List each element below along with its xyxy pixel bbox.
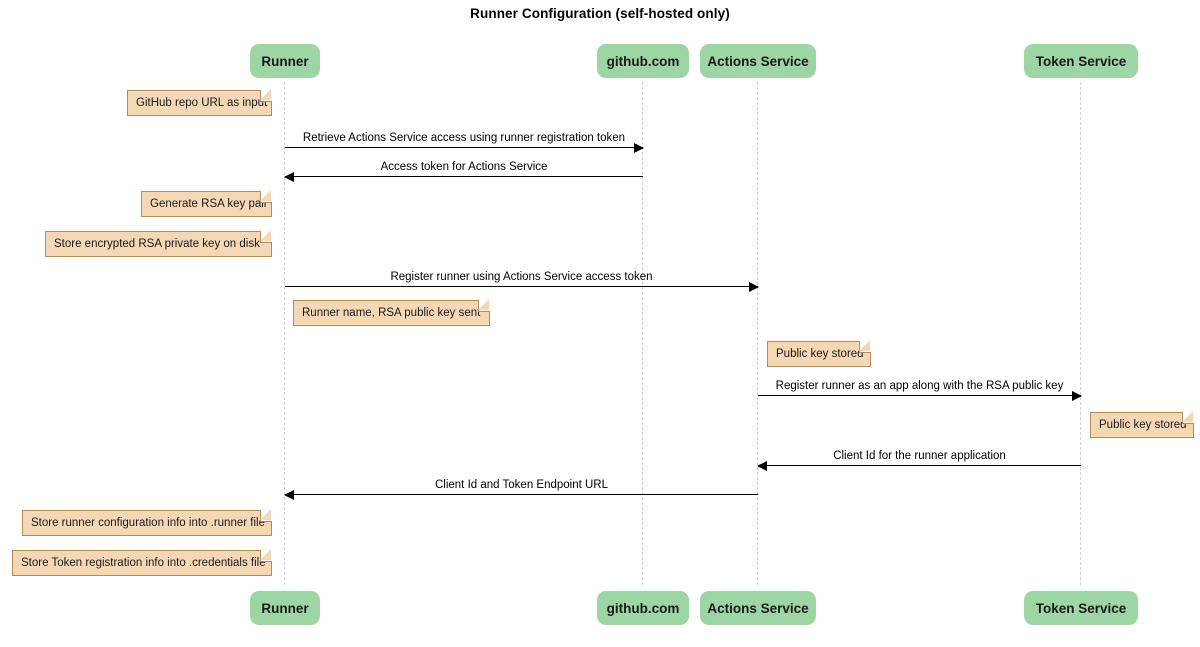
- lifeline-github: [642, 82, 644, 585]
- page-title: Runner Configuration (self-hosted only): [470, 6, 730, 21]
- note-n5: Public key stored: [767, 340, 871, 367]
- participant-label: Runner: [261, 53, 309, 69]
- message-line: [285, 176, 643, 177]
- note-n2: Generate RSA key pair: [141, 190, 272, 217]
- note-label: Public key stored: [1099, 419, 1187, 431]
- participant-github-top[interactable]: github.com: [597, 44, 689, 78]
- note-fold-corner-icon: [260, 230, 272, 243]
- note-n7: Store runner configuration info into .ru…: [22, 509, 272, 536]
- note-label: Store runner configuration info into .ru…: [31, 517, 265, 529]
- participant-label: Token Service: [1035, 53, 1127, 69]
- note-n4: Runner name, RSA public key sent: [293, 299, 490, 326]
- participant-runner-bottom[interactable]: Runner: [250, 591, 320, 625]
- participant-actions-bottom[interactable]: Actions Service: [700, 591, 816, 625]
- message-line: [285, 286, 758, 287]
- participant-label: Token Service: [1035, 600, 1127, 616]
- arrow-head-icon: [757, 460, 767, 471]
- message-m4: Register runner as an app along with the…: [758, 374, 1082, 401]
- lifeline-runner: [284, 82, 286, 585]
- message-line: [285, 494, 758, 495]
- message-line: [758, 395, 1081, 396]
- note-n6: Public key stored: [1090, 411, 1194, 438]
- note-label: GitHub repo URL as input: [136, 97, 268, 109]
- note-label: Generate RSA key pair: [150, 198, 268, 210]
- message-m3: Register runner using Actions Service ac…: [285, 265, 759, 292]
- message-label: Access token for Actions Service: [380, 161, 548, 173]
- participant-label: github.com: [606, 53, 680, 69]
- note-fold-corner-icon: [260, 509, 272, 522]
- arrow-head-icon: [284, 489, 294, 500]
- note-n3: Store encrypted RSA private key on disk: [45, 230, 272, 257]
- message-label: Client Id for the runner application: [833, 450, 1006, 462]
- note-n8: Store Token registration info into .cred…: [12, 549, 272, 576]
- arrow-head-icon: [284, 171, 294, 182]
- arrow-head-icon: [1072, 390, 1082, 401]
- note-fold-corner-icon: [478, 299, 490, 312]
- participant-label: github.com: [606, 600, 680, 616]
- participant-github-bottom[interactable]: github.com: [597, 591, 689, 625]
- message-m2: Access token for Actions Service: [284, 155, 643, 182]
- participant-label: Actions Service: [707, 600, 809, 616]
- message-label: Client Id and Token Endpoint URL: [434, 479, 609, 491]
- message-label: Retrieve Actions Service access using ru…: [302, 132, 626, 144]
- participant-token-top[interactable]: Token Service: [1024, 44, 1138, 78]
- message-label: Register runner as an app along with the…: [775, 380, 1064, 392]
- note-label: Public key stored: [776, 348, 864, 360]
- note-fold-corner-icon: [260, 190, 272, 203]
- participant-label: Runner: [261, 600, 309, 616]
- lifeline-actions: [757, 82, 759, 585]
- message-label: Register runner using Actions Service ac…: [390, 271, 653, 283]
- note-fold-corner-icon: [260, 549, 272, 562]
- message-m6: Client Id and Token Endpoint URL: [284, 473, 758, 500]
- note-fold-corner-icon: [1182, 411, 1194, 424]
- note-fold-corner-icon: [260, 89, 272, 102]
- arrow-head-icon: [634, 142, 644, 153]
- participant-actions-top[interactable]: Actions Service: [700, 44, 816, 78]
- note-label: Runner name, RSA public key sent: [302, 307, 481, 319]
- participant-token-bottom[interactable]: Token Service: [1024, 591, 1138, 625]
- lifeline-token: [1080, 82, 1082, 585]
- arrow-head-icon: [749, 281, 759, 292]
- note-label: Store Token registration info into .cred…: [21, 557, 266, 569]
- message-m1: Retrieve Actions Service access using ru…: [285, 126, 644, 153]
- note-fold-corner-icon: [859, 340, 871, 353]
- participant-runner-top[interactable]: Runner: [250, 44, 320, 78]
- message-m5: Client Id for the runner application: [757, 444, 1081, 471]
- message-line: [758, 465, 1081, 466]
- note-n1: GitHub repo URL as input: [127, 89, 272, 116]
- participant-label: Actions Service: [707, 53, 809, 69]
- note-label: Store encrypted RSA private key on disk: [54, 238, 260, 250]
- message-line: [285, 147, 643, 148]
